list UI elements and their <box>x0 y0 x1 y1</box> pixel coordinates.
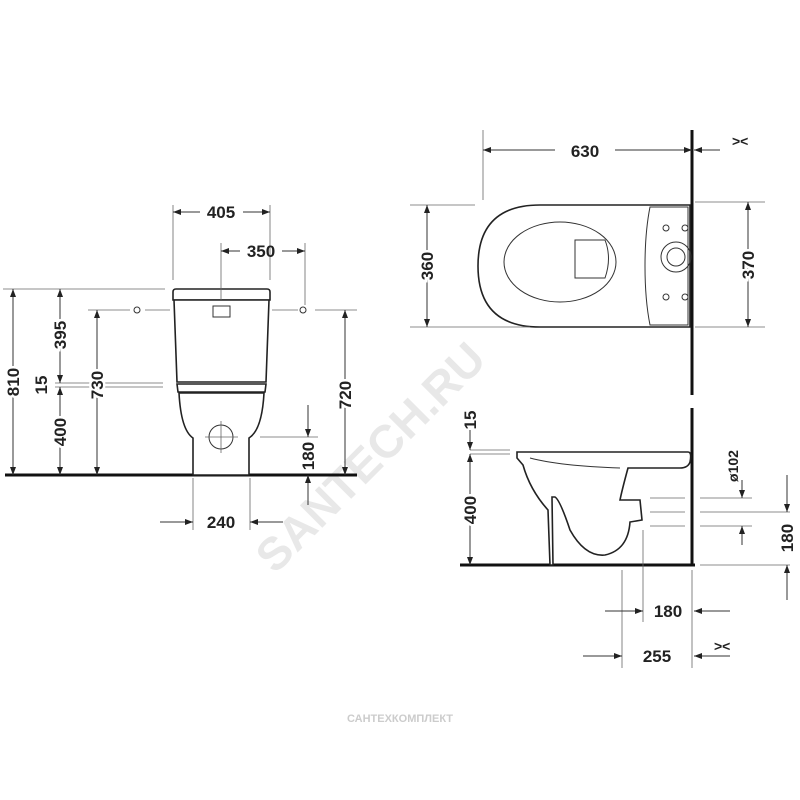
dim-gap: 15 <box>461 411 480 430</box>
inlet-marker <box>133 306 141 314</box>
dim-drain-offset: 180 <box>654 602 682 621</box>
flush-valve <box>660 241 692 273</box>
flush-button <box>212 305 231 318</box>
watermark-text: SANTECH.RU <box>245 332 495 582</box>
dim-width-bowl: 360 <box>418 252 437 280</box>
watermark: SANTECH.RU САНТЕХКОМПЛЕКТ <box>245 332 495 725</box>
dim-gap: 15 <box>32 376 51 395</box>
dim-seat-height: 400 <box>51 418 70 446</box>
dim-seat-height: 400 <box>461 496 480 524</box>
dim-width-total: 405 <box>207 203 235 222</box>
inlet-marker <box>299 306 307 314</box>
dim-drain-height: 180 <box>778 524 797 552</box>
dim-length: 630 <box>571 142 599 161</box>
wall-gap-symbol: >< <box>714 638 730 654</box>
dim-inlet-height-right: 720 <box>336 381 355 409</box>
watermark-footer: САНТЕХКОМПЛЕКТ <box>347 713 453 725</box>
toilet-plan-outline <box>477 204 691 328</box>
front-view: 405 350 810 395 15 400 730 720 180 240 <box>2 203 358 532</box>
toilet-side-profile <box>516 451 692 566</box>
dim-inlet-height-left: 730 <box>88 371 107 399</box>
dim-base-offset: 255 <box>643 647 671 666</box>
dim-tank-height: 395 <box>51 321 70 349</box>
top-view: 630 >< 360 370 <box>410 130 765 395</box>
side-view: 15 400 ø102 180 180 255 >< <box>459 408 800 668</box>
dim-base-width: 240 <box>207 513 235 532</box>
wall-gap-symbol: >< <box>732 133 748 149</box>
dim-inlet-spacing: 350 <box>247 242 275 261</box>
dim-drain-height: 180 <box>299 442 318 470</box>
dim-drain-diameter: ø102 <box>725 450 741 482</box>
dim-width-tank: 370 <box>739 251 758 279</box>
seat-outline <box>503 221 617 303</box>
toilet-front <box>172 288 271 476</box>
dim-height-total: 810 <box>4 368 23 396</box>
